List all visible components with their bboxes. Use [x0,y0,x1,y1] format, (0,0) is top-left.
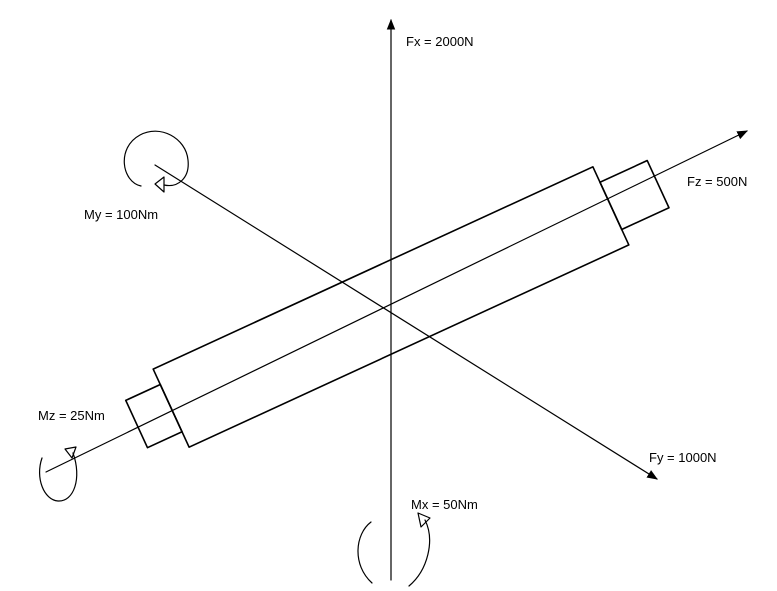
my-label: My = 100Nm [84,207,158,222]
y-axis-line [154,164,658,480]
fx-label: Fx = 2000N [406,34,474,49]
shaft-left-stub [124,383,183,449]
mz-moment-arrow [38,452,78,502]
shaft [124,159,670,449]
my-arrowhead-icon [154,176,165,193]
fz-label: Fz = 500N [687,174,747,189]
mx-moment-arrow [357,519,431,587]
z-axis-line [45,130,748,473]
mz-arrowhead-icon [64,446,77,459]
my-moment-arrow [123,130,189,187]
fy-label: Fy = 1000N [649,450,717,465]
shaft-right-stub [599,159,670,231]
mx-arrowhead-icon [417,512,431,528]
mz-label: Mz = 25Nm [38,408,105,423]
mx-label: Mx = 50Nm [411,497,478,512]
